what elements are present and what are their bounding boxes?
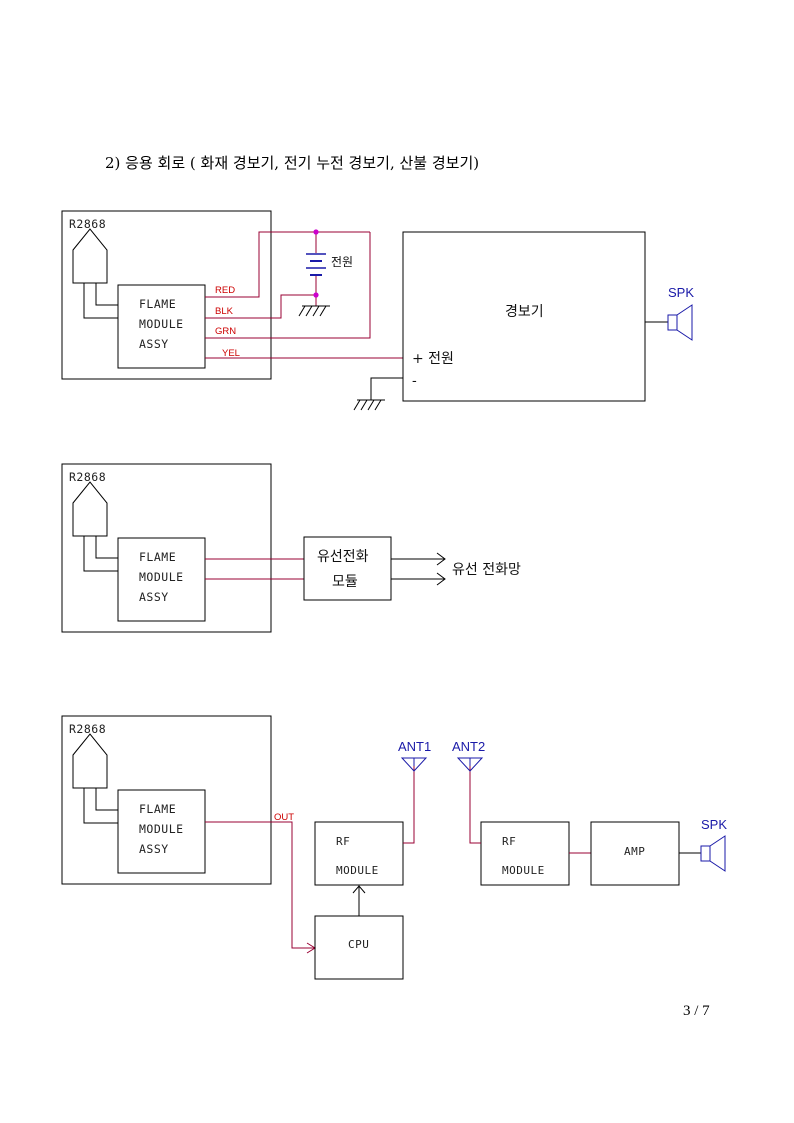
ant2-label: ANT2 <box>452 739 485 754</box>
network-label: 유선 전화망 <box>452 562 521 578</box>
sensor-lead-3a <box>83 788 118 824</box>
flame-sensor-icon-2 <box>72 481 108 537</box>
speaker-icon-2 <box>700 835 726 872</box>
module-label-line1: FLAME <box>139 297 176 311</box>
circuit-3-rf: R2868 FLAME MODULE ASSY OUT CPU RF MODUL… <box>61 715 727 980</box>
flame-module-box <box>117 284 206 369</box>
module-label-2-line3: ASSY <box>139 590 169 604</box>
circuit-2-wired-phone: R2868 FLAME MODULE ASSY 유선전화 모듈 유선 전화망 <box>61 463 521 633</box>
wire-label-grn: GRN <box>215 326 236 337</box>
rf-module-box-1 <box>314 821 404 886</box>
speaker-icon <box>667 304 693 341</box>
sensor-lead-2b <box>95 536 118 559</box>
grn-wire <box>205 232 371 339</box>
rf2-label-line1: RF <box>502 835 516 848</box>
cpu-label: CPU <box>348 938 369 951</box>
phone-module-line1: 유선전화 <box>317 549 369 565</box>
power-label: 전원 <box>331 255 353 269</box>
wired-phone-module-box <box>303 536 392 601</box>
arrow-to-network-2 <box>391 572 446 586</box>
ant1-wire <box>403 766 415 844</box>
circuit-1-alarm: R2868 FLAME MODULE ASSY RED BLK GRN YEL … <box>61 210 694 411</box>
flame-module-box-3 <box>117 789 206 874</box>
rf2-label-line2: MODULE <box>502 864 545 877</box>
module-label-2-line1: FLAME <box>139 550 176 564</box>
antenna-icon-2 <box>456 757 484 772</box>
module-label-2-line2: MODULE <box>139 570 184 584</box>
speaker-label-2: SPK <box>701 817 727 832</box>
alarm-label: 경보기 <box>505 304 544 320</box>
module-label-3-line2: MODULE <box>139 822 184 836</box>
alarm-ground-wire <box>370 377 403 400</box>
junction-bottom <box>313 292 319 298</box>
wire-label-red: RED <box>215 285 235 296</box>
antenna-icon-1 <box>400 757 428 772</box>
out-wire <box>205 821 315 949</box>
rf1-label-line1: RF <box>336 835 350 848</box>
page-heading: 2) 응용 회로 ( 화재 경보기, 전기 누전 경보기, 산불 경보기) <box>105 154 479 172</box>
flame-sensor-icon-3 <box>72 733 108 789</box>
module-label-3-line1: FLAME <box>139 802 176 816</box>
blk-wire <box>205 294 316 319</box>
battery-icon <box>306 253 326 276</box>
ant1-label: ANT1 <box>398 739 431 754</box>
amp-label: AMP <box>624 845 645 858</box>
sensor-outer-box <box>61 210 272 380</box>
ground-icon <box>298 305 330 317</box>
ground-icon-2 <box>353 399 385 411</box>
module-label-line3: ASSY <box>139 337 169 351</box>
sensor-lead-2a <box>83 536 118 572</box>
arrow-to-network-1 <box>391 552 446 566</box>
sensor-model-label: R2868 <box>69 217 106 231</box>
speaker-label: SPK <box>668 285 694 300</box>
alarm-power-plus: + 전원 <box>412 351 454 367</box>
sensor-model-label-3: R2868 <box>69 722 106 736</box>
module-label-3-line3: ASSY <box>139 842 169 856</box>
sensor-lead-2 <box>95 283 118 306</box>
sensor-lead-1 <box>83 283 118 319</box>
junction-top <box>313 229 319 235</box>
wire-label-yel: YEL <box>222 348 240 359</box>
sensor-outer-box-2 <box>61 463 272 633</box>
flame-sensor-icon <box>72 228 108 284</box>
alarm-box <box>402 231 646 402</box>
ant2-wire <box>469 766 481 844</box>
sensor-outer-box-3 <box>61 715 272 885</box>
rf1-label-line2: MODULE <box>336 864 379 877</box>
module-label-line2: MODULE <box>139 317 184 331</box>
sensor-lead-3b <box>95 788 118 811</box>
page-number: 3 / 7 <box>683 1003 710 1019</box>
wire-label-blk: BLK <box>215 306 234 317</box>
phone-module-line2: 모듈 <box>332 574 358 590</box>
alarm-minus: - <box>412 373 417 389</box>
sensor-model-label-2: R2868 <box>69 470 106 484</box>
out-label: OUT <box>274 812 294 823</box>
cpu-to-rf-arrow <box>352 885 366 916</box>
